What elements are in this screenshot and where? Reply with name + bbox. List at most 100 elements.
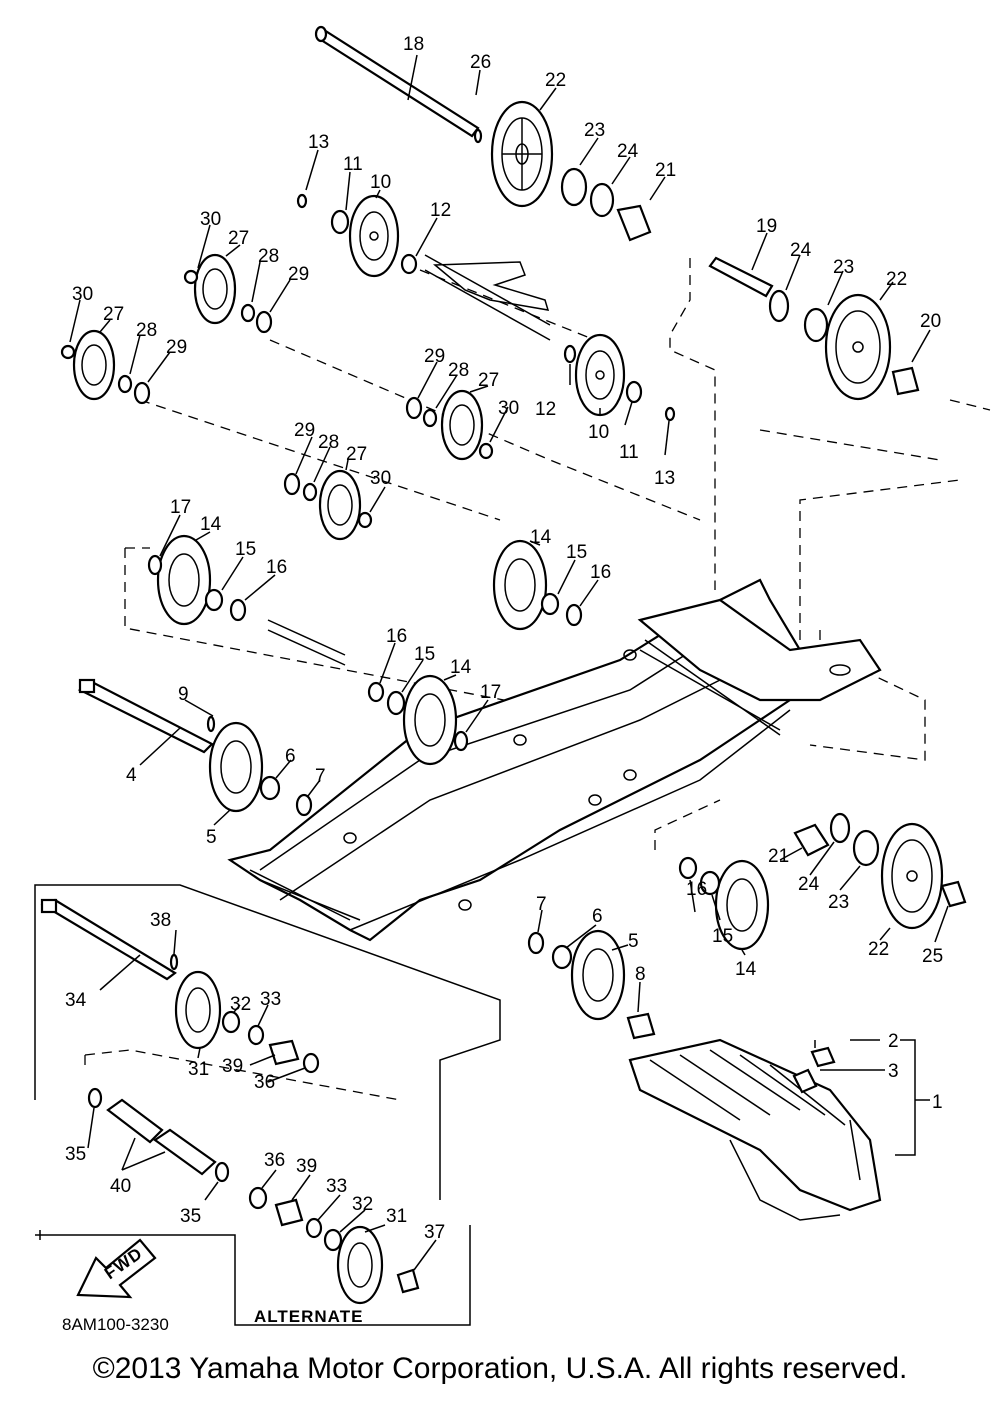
label-22: 22 — [886, 269, 907, 290]
label-17: 17 — [480, 682, 501, 703]
label-15: 15 — [235, 539, 256, 560]
label-32: 32 — [230, 994, 251, 1015]
label-30: 30 — [72, 284, 93, 305]
label-33: 33 — [260, 989, 281, 1010]
label-33: 33 — [326, 1176, 347, 1197]
label-28: 28 — [318, 432, 339, 453]
label-30: 30 — [200, 209, 221, 230]
label-35: 35 — [180, 1206, 201, 1227]
wheel-14-middle — [402, 674, 458, 766]
label-23: 23 — [833, 257, 854, 278]
wheel-14-right — [492, 539, 548, 631]
label-24: 24 — [798, 874, 820, 895]
label-9: 9 — [178, 684, 189, 705]
label-16: 16 — [266, 557, 287, 578]
wheel-31-lower — [336, 1225, 384, 1305]
label-29: 29 — [424, 346, 445, 367]
label-18: 18 — [403, 34, 424, 55]
wheel-22-top — [490, 100, 554, 208]
slide-rail-frame — [227, 578, 882, 942]
wheel-22-right — [824, 293, 892, 401]
label-35: 35 — [65, 1144, 86, 1165]
label-8: 8 — [635, 964, 646, 985]
shafts — [40, 25, 781, 981]
label-7: 7 — [315, 766, 326, 787]
label-7: 7 — [536, 894, 547, 915]
label-29: 29 — [288, 264, 309, 285]
label-14: 14 — [735, 959, 757, 980]
label-24: 24 — [617, 141, 639, 162]
label-16: 16 — [686, 879, 707, 900]
label-17: 17 — [170, 497, 191, 518]
frame-lines — [34, 884, 501, 1326]
label-39: 39 — [222, 1056, 243, 1077]
label-16: 16 — [590, 562, 611, 583]
label-31: 31 — [386, 1206, 407, 1227]
label-23: 23 — [584, 120, 605, 141]
small-parts — [60, 128, 967, 1294]
label-39: 39 — [296, 1156, 317, 1177]
label-13: 13 — [654, 468, 675, 489]
label-11: 11 — [619, 442, 639, 463]
label-40: 40 — [110, 1176, 131, 1197]
wheel-10-lower — [574, 333, 626, 417]
label-38: 38 — [150, 910, 171, 931]
label-19: 19 — [756, 216, 777, 237]
label-15: 15 — [414, 644, 435, 665]
label-30: 30 — [498, 398, 519, 419]
copyright-notice: ©2013 Yamaha Motor Corporation, U.S.A. A… — [92, 1352, 908, 1385]
wheel-27-c — [440, 389, 484, 461]
label-22: 22 — [545, 70, 566, 91]
label-2: 2 — [888, 1031, 899, 1052]
wheel-27-a — [193, 253, 237, 325]
drawing-code: 8AM100-3230 — [62, 1315, 169, 1334]
label-13: 13 — [308, 132, 329, 153]
track-belt — [628, 1038, 882, 1221]
label-23: 23 — [828, 892, 849, 913]
label-27: 27 — [103, 304, 124, 325]
wheel-14-lower — [714, 859, 770, 951]
label-32: 32 — [352, 1194, 373, 1215]
wheel-5-lower — [570, 929, 626, 1021]
label-26: 26 — [470, 52, 491, 73]
label-16: 16 — [386, 626, 407, 647]
label-21: 21 — [768, 846, 789, 867]
label-25: 25 — [922, 946, 943, 967]
label-14: 14 — [200, 514, 222, 535]
label-24: 24 — [790, 240, 812, 261]
label-10: 10 — [370, 172, 391, 193]
wheel-27-b — [72, 329, 116, 401]
label-4: 4 — [126, 765, 137, 786]
wheel-5-upper — [208, 721, 264, 813]
wheel-27-d — [318, 469, 362, 541]
label-3: 3 — [888, 1061, 899, 1082]
label-15: 15 — [566, 542, 587, 563]
alternate-label: ALTERNATE — [254, 1307, 363, 1326]
label-22: 22 — [868, 939, 889, 960]
label-6: 6 — [285, 746, 296, 767]
label-5: 5 — [628, 931, 639, 952]
label-27: 27 — [228, 228, 249, 249]
label-37: 37 — [424, 1222, 445, 1243]
label-34: 34 — [65, 990, 87, 1011]
label-10: 10 — [588, 422, 609, 443]
wheel-31-upper — [174, 970, 222, 1050]
label-27: 27 — [478, 370, 499, 391]
label-31: 31 — [188, 1059, 209, 1080]
label-6: 6 — [592, 906, 603, 927]
label-28: 28 — [136, 320, 157, 341]
wheel-22-lower — [880, 822, 944, 930]
label-1: 1 — [932, 1092, 943, 1113]
label-28: 28 — [258, 246, 279, 267]
reference-lines — [84, 258, 991, 1101]
label-28: 28 — [448, 360, 469, 381]
label-20: 20 — [920, 311, 941, 332]
callout-labels: 1 2 3 4 5 5 6 6 7 7 8 9 10 10 11 11 12 1… — [65, 34, 943, 1243]
wheel-10-upper — [348, 194, 400, 278]
label-29: 29 — [166, 337, 187, 358]
label-12: 12 — [430, 200, 451, 221]
label-12: 12 — [535, 399, 556, 420]
label-14: 14 — [450, 657, 472, 678]
label-21: 21 — [655, 160, 676, 181]
